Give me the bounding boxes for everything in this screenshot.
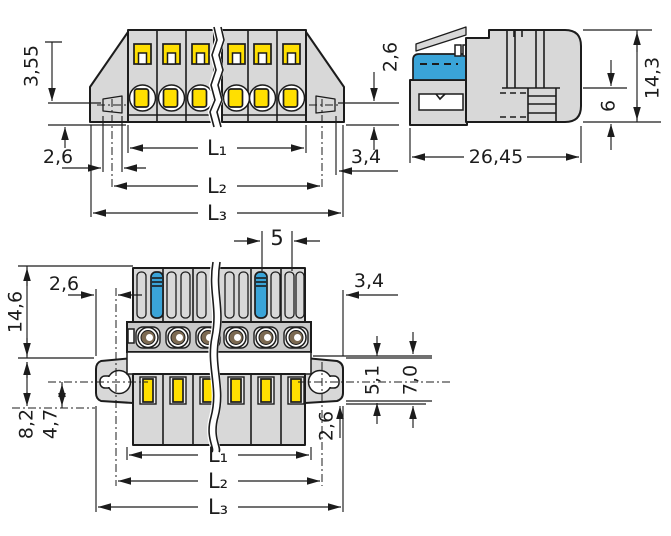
break-line <box>207 261 222 455</box>
locking-levers <box>136 268 305 322</box>
dim-label-2-6-top: 2,6 <box>49 273 79 295</box>
front-view-bottom-dimensions: 5 14,6 8,2 4,7 2,6 3,4 5,1 <box>5 226 432 519</box>
dim-label-5-1: 5,1 <box>362 365 384 395</box>
dim-label-l2-bottom: L₂ <box>208 469 228 493</box>
dim-label-8-2: 8,2 <box>16 409 38 439</box>
side-view <box>409 26 582 126</box>
dim-label-2-6-bottom-right: 2,6 <box>316 411 338 441</box>
dim-label-6: 6 <box>598 100 620 112</box>
dim-label-3-55: 3,55 <box>21 45 43 87</box>
dim-label-l3: L₃ <box>207 201 227 225</box>
front-view-bottom <box>48 261 450 486</box>
side-view-dimensions: 26,45 14,3 6 <box>409 29 664 168</box>
dim-label-14-6: 14,6 <box>5 291 27 333</box>
dim-label-26-45: 26,45 <box>469 146 523 168</box>
dim-label-l1: L₁ <box>207 136 227 160</box>
front-view-top-dimensions: 3,55 2,6 2,6 3,4 L₁ L₂ L₃ <box>21 41 402 225</box>
dim-label-l2: L₂ <box>207 174 227 198</box>
dim-label-7-0: 7,0 <box>400 365 422 395</box>
dim-label-3-4: 3,4 <box>351 146 381 168</box>
dim-label-4-7: 4,7 <box>40 409 62 439</box>
housing-body <box>465 29 582 123</box>
pole-openings <box>128 43 306 112</box>
front-view-top <box>89 25 345 190</box>
dim-label-14-3: 14,3 <box>642 57 664 99</box>
dim-label-5: 5 <box>270 226 283 250</box>
dim-label-2-6-left: 2,6 <box>43 146 73 168</box>
dim-label-l3-bottom: L₃ <box>208 495 228 519</box>
lower-pole-slots <box>139 374 305 445</box>
conductor-entries <box>127 326 309 349</box>
dim-label-3-4-bottom: 3,4 <box>354 270 384 292</box>
dim-label-2-6-right: 2,6 <box>380 42 402 72</box>
strain-relief-bar <box>415 26 467 52</box>
break-line <box>207 25 226 129</box>
locking-lever <box>412 53 468 81</box>
dim-label-l1-bottom: L₁ <box>208 443 228 467</box>
